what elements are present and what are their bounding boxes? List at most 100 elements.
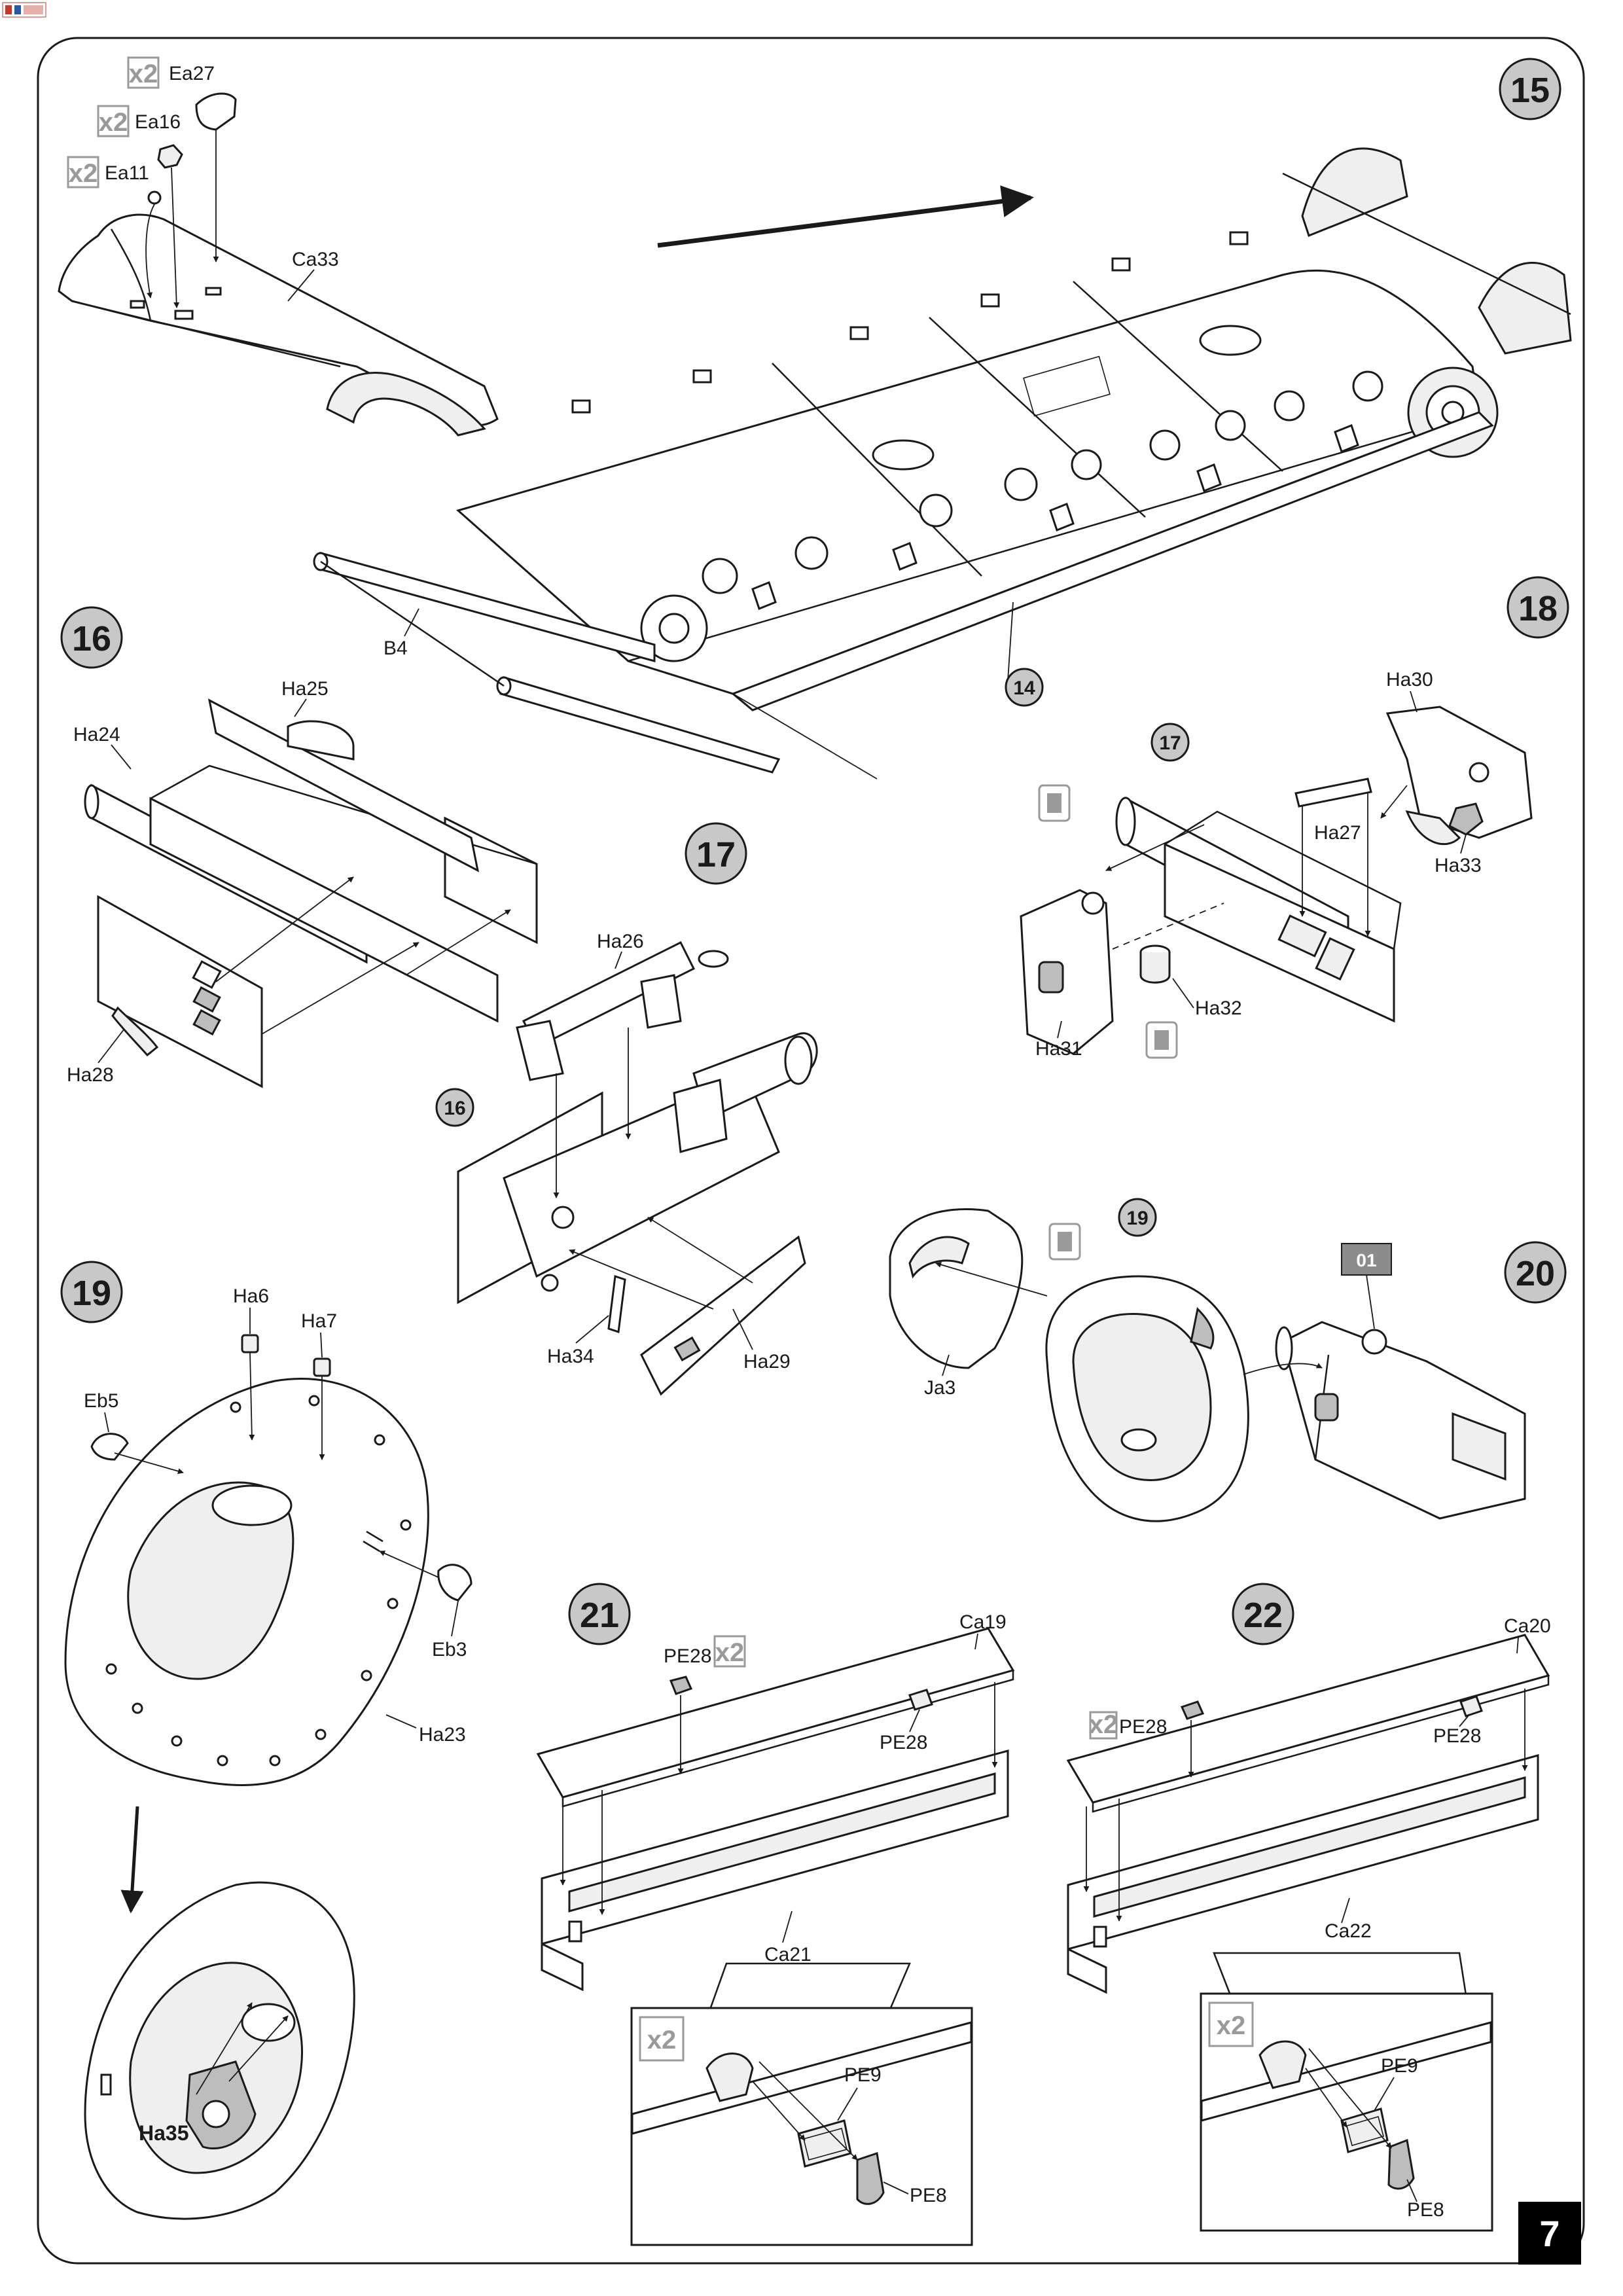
part-ha32 bbox=[1139, 944, 1171, 984]
part-label: Ca20 bbox=[1504, 1615, 1551, 1637]
svg-text:x2: x2 bbox=[99, 108, 128, 137]
fender-ca33 bbox=[58, 213, 499, 437]
part-label: Ha6 bbox=[233, 1285, 269, 1307]
multiplier-icon: x2 bbox=[639, 2016, 685, 2062]
step-18: 18 17 bbox=[1020, 576, 1569, 1060]
part-label: Ca33 bbox=[292, 249, 339, 270]
svg-text:x2: x2 bbox=[69, 159, 98, 188]
step-21: 21 x2 PE28 Ca19 PE28 Ca21 bbox=[536, 1583, 1015, 2246]
part-label: Ha26 bbox=[597, 931, 644, 952]
part-ea16 bbox=[157, 144, 183, 169]
part-label: PE28 bbox=[1433, 1725, 1481, 1747]
part-label: PE9 bbox=[844, 2064, 882, 2086]
part-eb5 bbox=[90, 1433, 129, 1461]
part-label: Ea16 bbox=[135, 111, 181, 133]
svg-text:x2: x2 bbox=[715, 1638, 745, 1667]
part-label: Eb3 bbox=[432, 1639, 467, 1660]
part-label: Ha28 bbox=[67, 1064, 114, 1086]
step-number: 21 bbox=[580, 1596, 619, 1635]
ref-number: 16 bbox=[444, 1098, 465, 1119]
hull-lower-body bbox=[455, 147, 1572, 695]
svg-text:x2: x2 bbox=[129, 60, 158, 88]
step-number: 22 bbox=[1243, 1596, 1283, 1635]
step-number-badge bbox=[1232, 1583, 1294, 1645]
multiplier-icon: x2 bbox=[97, 105, 130, 137]
multiplier-icon: x2 bbox=[1208, 2001, 1254, 2047]
ref-number: 14 bbox=[1013, 677, 1035, 699]
part-b4-rod bbox=[313, 552, 781, 774]
part-label: Ha24 bbox=[73, 724, 120, 745]
multiplier-icon: x2 bbox=[1089, 1710, 1118, 1740]
part-pe9 bbox=[1340, 2108, 1389, 2153]
ref-number: 19 bbox=[1126, 1208, 1148, 1229]
part-pe8 bbox=[856, 2152, 885, 2205]
step-15: 15 x2 x2 x2 bbox=[58, 56, 1572, 780]
part-ha27 bbox=[1294, 778, 1372, 808]
mantlet-ha23 bbox=[64, 1378, 429, 1786]
part-ha30 bbox=[1385, 706, 1533, 846]
ref-badge bbox=[435, 1088, 474, 1127]
step-number: 15 bbox=[1510, 71, 1550, 110]
breech-assembly bbox=[457, 1032, 818, 1304]
glue-icon bbox=[1048, 1223, 1081, 1261]
svg-text:x2: x2 bbox=[1217, 2011, 1246, 2040]
multiplier-icon: x2 bbox=[713, 1635, 746, 1668]
step-17: 17 16 Ha26 Ha34 Ha29 bbox=[435, 822, 818, 1396]
step-number: 19 bbox=[72, 1274, 111, 1313]
svg-text:x2: x2 bbox=[647, 2026, 677, 2054]
part-label: Ha25 bbox=[281, 678, 329, 700]
breech-assembly bbox=[1275, 1321, 1526, 1520]
ref-badge bbox=[1150, 723, 1190, 762]
part-label: Ha33 bbox=[1435, 855, 1482, 876]
page-number-box: 7 bbox=[1518, 2202, 1581, 2265]
mantlet-plate-ha28 bbox=[97, 895, 263, 1088]
step-16: 16 Ha25 Ha24 Ha28 bbox=[60, 606, 538, 1088]
part-label: Ca21 bbox=[764, 1944, 812, 1965]
detail-inset-21 bbox=[630, 2007, 973, 2246]
page-number: 7 bbox=[1539, 2213, 1560, 2254]
part-label: Ha30 bbox=[1386, 669, 1433, 691]
lever-ha34 bbox=[607, 1274, 626, 1334]
part-label: Ea11 bbox=[105, 162, 149, 184]
direction-arrow bbox=[657, 185, 1034, 248]
step-19: 19 bbox=[60, 1261, 473, 2220]
part-label: PE8 bbox=[910, 2185, 947, 2206]
part-label: PE28 bbox=[880, 1732, 927, 1753]
part-ea11 bbox=[147, 190, 162, 205]
glue-icon bbox=[1145, 1021, 1178, 1059]
part-ja3 bbox=[889, 1208, 1024, 1369]
part-label: B4 bbox=[383, 637, 408, 659]
part-ha6 bbox=[241, 1334, 259, 1354]
part-pe8 bbox=[1387, 2138, 1415, 2190]
part-label: Ea27 bbox=[169, 63, 215, 84]
mantlet-rear-view bbox=[84, 1881, 355, 2220]
recoil-part-ha26 bbox=[516, 941, 729, 1081]
step-number-badge bbox=[1507, 576, 1569, 639]
part-label: Ha29 bbox=[743, 1351, 791, 1372]
step-22: 22 x2 Ca20 PE28 PE28 Ca22 bbox=[1066, 1583, 1551, 2232]
ref-number: 17 bbox=[1159, 732, 1181, 754]
part-label: Ha7 bbox=[301, 1310, 337, 1332]
paint-badge: 01 bbox=[1341, 1243, 1392, 1276]
part-eb3 bbox=[437, 1564, 473, 1602]
view-arrow bbox=[120, 1806, 144, 1914]
ref-badge bbox=[1005, 668, 1044, 707]
gun-cradle-ha25 bbox=[207, 698, 480, 872]
step-number-badge bbox=[60, 606, 123, 669]
part-ha31 bbox=[1020, 889, 1114, 1055]
svg-text:x2: x2 bbox=[1089, 1710, 1118, 1739]
step-number-badge bbox=[685, 822, 747, 885]
box-ca22 bbox=[1067, 1754, 1539, 1994]
part-label: Ha23 bbox=[419, 1724, 466, 1746]
step-number: 18 bbox=[1518, 589, 1558, 628]
step-number-badge bbox=[1504, 1241, 1567, 1304]
part-pe28 bbox=[1180, 1700, 1205, 1720]
multiplier-icon: x2 bbox=[127, 56, 160, 89]
part-label: PE9 bbox=[1381, 2055, 1418, 2077]
part-pe28 bbox=[669, 1676, 693, 1695]
multiplier-icon: x2 bbox=[67, 156, 99, 188]
part-label: Ca22 bbox=[1325, 1920, 1372, 1942]
box-ca21 bbox=[541, 1749, 1009, 1992]
mantlet-19 bbox=[1045, 1275, 1249, 1522]
